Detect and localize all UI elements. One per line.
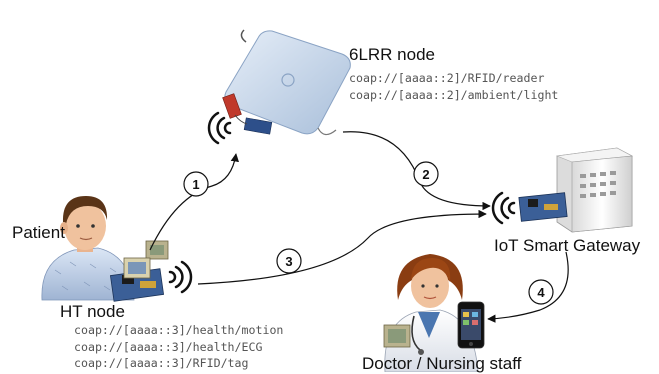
arrow-gateway-to-doctor	[487, 251, 569, 323]
ht-resource-item: coap://[aaaa::3]/health/ECG	[74, 339, 263, 354]
doctor-title: Doctor / Nursing staff	[362, 354, 522, 373]
lrr-resource-item: coap://[aaaa::2]/RFID/reader	[349, 71, 545, 85]
step-badge: 3	[276, 248, 302, 274]
arrow-ht-to-gateway	[197, 209, 487, 285]
step-4-label: 4	[537, 285, 545, 300]
sensor-board-icon	[383, 324, 411, 348]
gateway-title: IoT Smart Gateway	[494, 236, 641, 255]
ht-resource-list: coap://[aaaa::3]/health/motion coap://[a…	[74, 322, 283, 372]
lrr-resource-list: coap://[aaaa::2]/RFID/reader coap://[aaa…	[349, 70, 558, 103]
wireless-signal-icon	[491, 191, 516, 225]
rfid-reader-panel-icon	[224, 29, 351, 136]
step-3-label: 3	[285, 254, 292, 269]
ht-resource-item: coap://[aaaa::3]/health/motion	[74, 323, 284, 337]
connection-arrows	[149, 131, 569, 323]
arrow-ht-to-lrr	[149, 153, 239, 251]
smartphone-icon	[457, 301, 485, 349]
ht-node-title: HT node	[60, 302, 125, 321]
sensor-board-icon	[222, 93, 273, 135]
step-badge: 2	[413, 161, 439, 187]
step-badge: 4	[528, 279, 554, 305]
lrr-resource-item: coap://[aaaa::2]/ambient/light	[349, 87, 559, 102]
lrr-node-title: 6LRR node	[349, 45, 436, 64]
step-badge: 1	[183, 171, 209, 197]
ht-resource-item: coap://[aaaa::3]/RFID/tag	[74, 356, 249, 370]
sensor-board-icon	[109, 240, 169, 302]
step-2-label: 2	[422, 167, 429, 182]
sensor-board-icon	[518, 192, 568, 222]
wireless-signal-icon	[168, 260, 193, 294]
server-tower-icon	[555, 147, 634, 233]
patient-avatar-icon	[41, 196, 135, 301]
patient-title: Patient	[12, 223, 65, 242]
step-1-label: 1	[192, 177, 199, 192]
wireless-signal-icon	[207, 111, 232, 145]
